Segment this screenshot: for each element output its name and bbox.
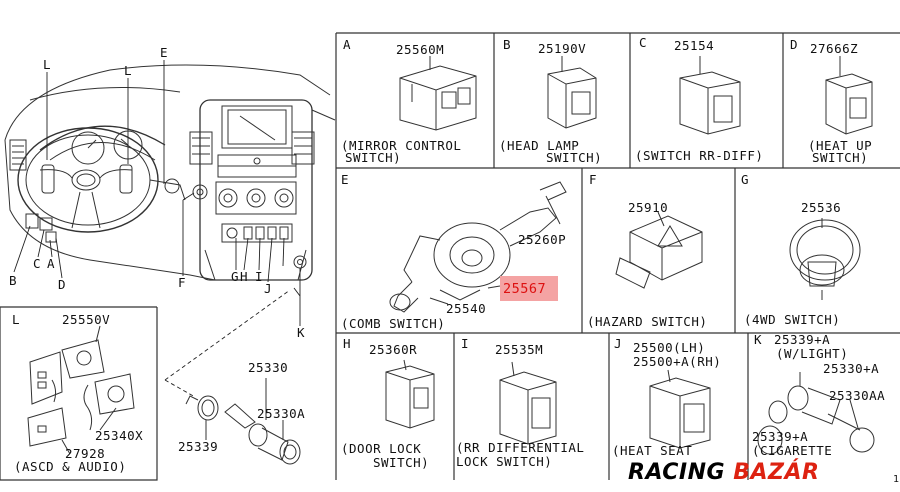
- panel-i-part: 25535M: [495, 342, 543, 357]
- panel-d-caption-2: SWITCH): [812, 150, 868, 165]
- panel-k-part-2: (W/LIGHT): [776, 346, 848, 361]
- panel-i-caption-2: LOCK SWITCH): [456, 454, 552, 469]
- panel-k-art: [757, 372, 875, 455]
- socket-dashline: [164, 289, 291, 398]
- panel-j-letter: J: [614, 336, 622, 351]
- panel-a-part: 25560M: [396, 42, 444, 57]
- panel-h-part: 25360R: [369, 342, 417, 357]
- callout-i: I: [255, 269, 263, 284]
- panel-g-art: [789, 218, 861, 300]
- callout-l-left: L: [43, 57, 51, 72]
- panel-d-part: 27666Z: [810, 41, 858, 56]
- socket-assembly: [185, 378, 301, 465]
- callout-e: E: [160, 45, 168, 60]
- panel-a-caption-2: SWITCH): [345, 150, 401, 165]
- callout-c: C: [33, 256, 41, 271]
- callout-g: G: [231, 269, 239, 284]
- panel-j-caption-1: (HEAT SEAT: [612, 443, 692, 458]
- overview-leaders: [13, 60, 301, 326]
- brand-word-1: RACING: [628, 460, 726, 485]
- panel-f-caption-1: (HAZARD SWITCH): [587, 314, 707, 329]
- panel-d-art: [825, 56, 873, 135]
- panel-h-caption-2: SWITCH): [373, 455, 429, 470]
- panel-g-letter: G: [741, 172, 749, 187]
- panel-j-part-lh: 25500(LH): [633, 340, 705, 355]
- panel-frames: [0, 32, 900, 481]
- panel-e-letter: E: [341, 172, 349, 187]
- panel-e-part-25540: 25540: [446, 301, 486, 316]
- panel-k-letter: K: [754, 332, 762, 347]
- panel-i-art: [499, 361, 557, 445]
- panel-c-caption-1: (SWITCH RR-DIFF): [635, 148, 763, 163]
- socket-part-25330: 25330: [248, 360, 288, 375]
- panel-l-letter: L: [12, 312, 20, 327]
- panel-h-art: [385, 359, 435, 429]
- panel-d-letter: D: [790, 37, 798, 52]
- panel-h-letter: H: [343, 336, 351, 351]
- callout-f: F: [178, 275, 186, 290]
- panel-j-art: [649, 369, 711, 449]
- callout-d: D: [58, 277, 66, 292]
- panel-l-art: [27, 325, 135, 455]
- socket-part-25330a: 25330A: [257, 406, 305, 421]
- panel-c-art: [679, 56, 741, 135]
- panel-b-caption-2: SWITCH): [546, 150, 602, 165]
- panel-g-part: 25536: [801, 200, 841, 215]
- panel-k-part-3: 25330+A: [823, 361, 879, 376]
- panel-d-caption-1: (HEAT UP: [808, 138, 872, 153]
- panel-h-caption-1: (DOOR LOCK: [341, 441, 421, 456]
- dashboard-overview: [4, 64, 336, 281]
- panel-a-caption-1: (MIRROR CONTROL: [341, 138, 461, 153]
- socket-part-25339: 25339: [178, 439, 218, 454]
- callout-b: B: [9, 273, 17, 288]
- panel-k-part-4: 25330AA: [829, 388, 885, 403]
- panel-k-part-1: 25339+A: [774, 332, 830, 347]
- callout-l-right: L: [124, 63, 132, 78]
- panel-e-caption-1: (COMB SWITCH): [341, 316, 445, 331]
- panel-j-part-rh: 25500+A(RH): [633, 354, 721, 369]
- panel-e-part-25260p: 25260P: [518, 232, 566, 247]
- callout-j: J: [264, 281, 272, 296]
- panel-i-letter: I: [461, 336, 469, 351]
- callout-h: H: [240, 269, 248, 284]
- panel-i-caption-1: (RR DIFFERENTIAL: [456, 440, 584, 455]
- panel-g-caption-1: (4WD SWITCH): [744, 312, 840, 327]
- panel-l-part-25340x: 25340X: [95, 428, 143, 443]
- panel-c-letter: C: [639, 35, 647, 50]
- panel-k-part-5: 25339+A: [752, 429, 808, 444]
- panel-b-letter: B: [503, 37, 511, 52]
- panel-e-highlight-25567: 25567: [503, 281, 546, 297]
- highlight-25567-box: [500, 276, 558, 301]
- panel-a-art: [399, 56, 477, 131]
- panel-f-part: 25910: [628, 200, 668, 215]
- callout-k: K: [297, 325, 305, 340]
- panel-l-part-25550v: 25550V: [62, 312, 110, 327]
- panel-b-art: [547, 56, 597, 129]
- panel-b-caption-1: (HEAD LAMP: [499, 138, 579, 153]
- panel-l-caption-1: (ASCD & AUDIO): [14, 459, 126, 474]
- text-labels: A 25560M (MIRROR CONTROL SWITCH) B 25190…: [9, 35, 900, 485]
- panel-e-art: [389, 181, 567, 313]
- callout-a: A: [47, 256, 55, 271]
- edge-mark: 1: [893, 474, 900, 485]
- panel-f-art: [615, 211, 703, 289]
- panel-a-letter: A: [343, 37, 351, 52]
- panel-k-caption-1: (CIGARETTE: [752, 443, 832, 458]
- panel-f-letter: F: [589, 172, 597, 187]
- panel-b-part: 25190V: [538, 41, 586, 56]
- racing-bazar-logo: RACING BAZÁR: [628, 460, 819, 485]
- panel-l-part-27928: 27928: [65, 446, 105, 461]
- panel-c-part: 25154: [674, 38, 714, 53]
- brand-word-2: BAZÁR: [733, 460, 820, 485]
